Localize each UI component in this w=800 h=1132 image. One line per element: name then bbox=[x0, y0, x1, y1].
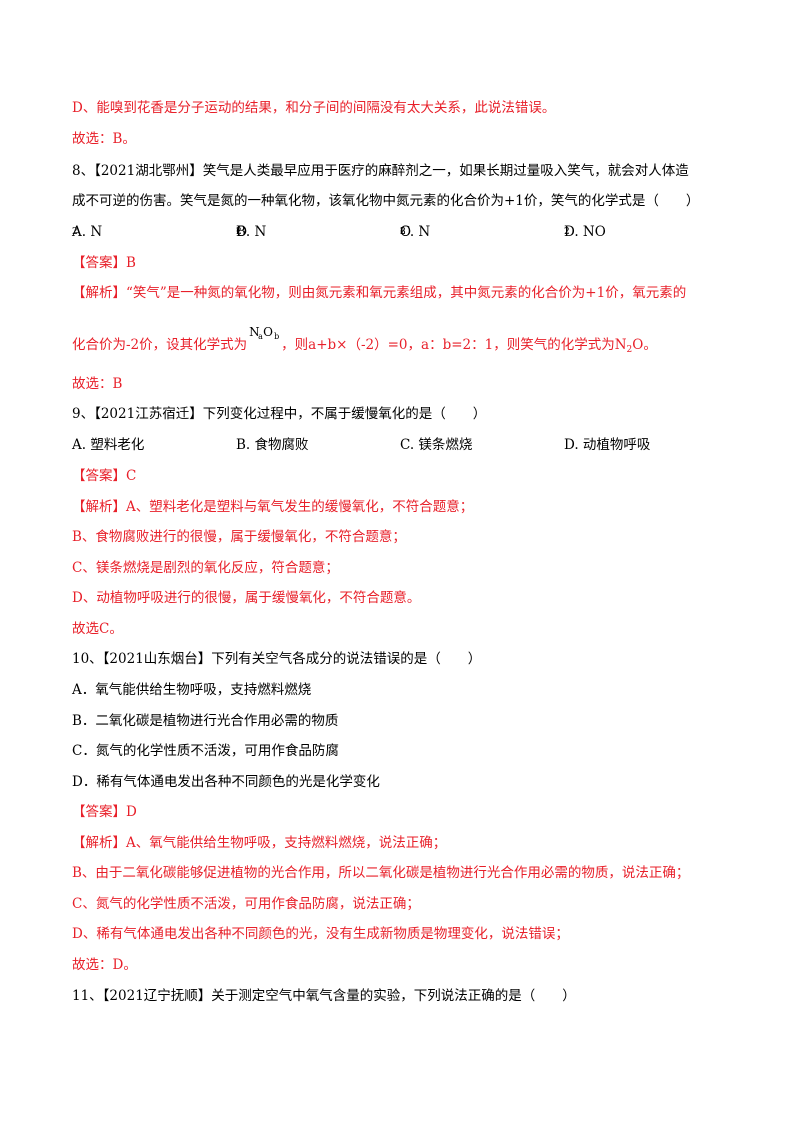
explanation-line: D、动植物呼吸进行的很慢，属于缓慢氧化，不符合题意。 bbox=[72, 590, 421, 606]
explanation-line: B、食物腐败进行的很慢，属于缓慢氧化，不符合题意； bbox=[72, 529, 406, 545]
selection-line: 故选C。 bbox=[72, 621, 123, 637]
explanation-line: C、镁条燃烧是剧烈的氧化反应，符合题意； bbox=[72, 560, 339, 576]
option-c: C．氮气的化学性质不活泼，可用作食品防腐 bbox=[72, 743, 339, 759]
question-11: 11、【2021辽宁抚顺】关于测定空气中氧气含量的实验，下列说法正确的是（ ） bbox=[72, 988, 576, 1004]
option-a: A. 塑料老化 bbox=[72, 437, 145, 453]
explanation-line: C、氮气的化学性质不活泼，可用作食品防腐，说法正确； bbox=[72, 896, 420, 912]
explanation-line: B、由于二氧化碳能够促进植物的光合作用，所以二氧化碳是植物进行光合作用必需的物质… bbox=[72, 865, 690, 881]
selection-line: 故选：B bbox=[72, 376, 123, 392]
option-d: D. 动植物呼吸 bbox=[564, 437, 651, 453]
explanation-line: 【解析】“笑气”是一种氮的氧化物，则由氮元素和氧元素组成，其中氮元素的化合价为+… bbox=[72, 285, 687, 301]
question-8-line-1: 8、【2021湖北鄂州】笑气是人类最早应用于医疗的麻醉剂之一，如果长期过量吸入笑… bbox=[72, 163, 689, 179]
option-b: B. 食物腐败 bbox=[236, 437, 309, 453]
option-a: A．氧气能供给生物呼吸，支持燃料燃烧 bbox=[72, 682, 312, 698]
option-d: D．稀有气体通电发出各种不同颜色的光是化学变化 bbox=[72, 774, 380, 790]
question-8-line-2: 成不可逆的伤害。笑气是氮的一种氧化物，该氧化物中氮元素的化合价为+1价，笑气的化… bbox=[72, 193, 700, 209]
answer-label: 【答案】B bbox=[72, 255, 136, 271]
selection-line: 故选：D。 bbox=[72, 957, 137, 973]
explanation-line: D、稀有气体通电发出各种不同颜色的光，没有生成新物质是物理变化，说法错误； bbox=[72, 926, 569, 942]
answer-label: 【答案】D bbox=[72, 804, 137, 820]
option-b: B．二氧化碳是植物进行光合作用必需的物质 bbox=[72, 713, 339, 729]
answer-label: 【答案】C bbox=[72, 468, 137, 484]
question-10: 10、【2021山东烟台】下列有关空气各成分的说法错误的是（ ） bbox=[72, 651, 482, 667]
question-9: 9、【2021江苏宿迁】下列变化过程中，不属于缓慢氧化的是（ ） bbox=[72, 406, 487, 422]
explanation-line: D、能嗅到花香是分子运动的结果，和分子间的间隔没有太大关系，此说法错误。 bbox=[72, 100, 556, 116]
explanation-line: 【解析】A、塑料老化是塑料与氧气发生的缓慢氧化，不符合题意； bbox=[72, 499, 474, 515]
question-9-options: A. 塑料老化 B. 食物腐败 C. 镁条燃烧 D. 动植物呼吸 bbox=[72, 435, 732, 455]
explanation-line: 【解析】A、氧气能供给生物呼吸，支持燃料燃烧，说法正确； bbox=[72, 835, 447, 851]
option-c: C. 镁条燃烧 bbox=[400, 437, 473, 453]
selection-line: 故选：B。 bbox=[72, 131, 136, 147]
